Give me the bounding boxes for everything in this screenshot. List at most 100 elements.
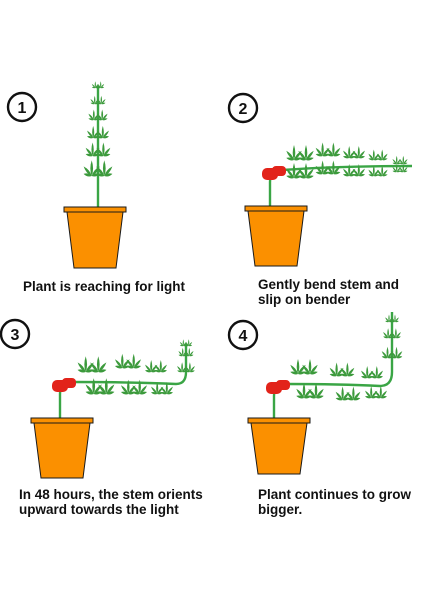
step-2-number: 2 <box>239 101 248 118</box>
leaflet <box>96 118 103 121</box>
leaflet <box>392 162 397 165</box>
leaflet <box>381 351 388 358</box>
leaf-cluster <box>77 339 195 395</box>
leaflet <box>96 147 104 156</box>
leaflet <box>120 385 129 394</box>
leaflet <box>85 391 94 395</box>
leaflet <box>383 336 389 339</box>
leaflet <box>126 365 134 369</box>
step-2-badge: 2 <box>227 92 259 124</box>
leaflet <box>348 164 351 176</box>
leaflet <box>352 174 359 177</box>
leaflet <box>114 359 123 368</box>
leaflet <box>185 341 189 346</box>
leaflet <box>126 359 134 368</box>
leaf-fan <box>83 160 113 177</box>
leaflet <box>399 162 404 165</box>
leaf-cluster <box>290 314 403 401</box>
leaflet <box>166 386 173 394</box>
leaflet <box>308 388 316 398</box>
leaflet <box>154 364 161 372</box>
leaflet <box>90 98 95 104</box>
leaflet <box>395 336 401 339</box>
leaflet <box>370 370 377 378</box>
leaflet <box>333 153 341 157</box>
leaflet <box>316 388 324 398</box>
step-1-pot <box>63 206 127 269</box>
leaflet <box>298 150 306 160</box>
leaflet <box>165 382 168 394</box>
leaflet <box>103 147 111 156</box>
leaflet <box>395 155 398 164</box>
leaflet <box>145 364 152 372</box>
leaflet <box>395 328 397 338</box>
leaflet <box>290 364 298 374</box>
leaflet <box>85 153 93 157</box>
leaflet <box>127 379 130 394</box>
leaflet <box>160 392 167 395</box>
leaflet <box>332 160 335 174</box>
leaflet <box>132 391 140 395</box>
leaflet <box>372 165 375 176</box>
leaflet <box>382 174 388 177</box>
leaflet <box>368 174 374 177</box>
leaflet <box>106 391 115 395</box>
step-3-badge: 3 <box>0 318 31 350</box>
leaflet <box>306 175 314 179</box>
leaflet <box>104 173 113 177</box>
leaflet <box>90 160 94 176</box>
leaflet <box>104 378 108 394</box>
leaf-fan <box>114 353 142 369</box>
leaflet <box>326 171 334 175</box>
leaflet <box>100 95 103 104</box>
leaflet <box>321 142 324 156</box>
leaflet <box>91 86 96 89</box>
leaflet <box>96 166 105 176</box>
leaflet <box>385 317 389 322</box>
leaflet <box>188 347 191 356</box>
leaflet <box>104 166 113 176</box>
leaf-fan <box>87 126 109 139</box>
leaflet <box>326 153 334 157</box>
leaf-fan <box>120 379 148 395</box>
leaflet <box>385 320 389 323</box>
leaflet <box>106 384 115 394</box>
leaflet <box>90 369 99 373</box>
leaflet <box>358 150 365 158</box>
leaflet <box>335 397 343 401</box>
leaflet <box>286 150 294 160</box>
leaf-fan <box>77 356 107 373</box>
leaflet <box>83 166 92 176</box>
leaflet <box>376 153 383 160</box>
step-1-number: 1 <box>18 100 27 117</box>
leaflet <box>96 356 100 372</box>
leaf-fan <box>368 165 388 177</box>
leaflet <box>178 350 183 356</box>
leaflet <box>346 397 354 401</box>
leaflet <box>87 136 94 139</box>
leaflet <box>353 397 361 401</box>
leaflet <box>96 136 103 139</box>
leaflet <box>403 170 408 173</box>
leaf-fan <box>88 109 108 121</box>
leaflet <box>133 365 142 369</box>
step-2-caption: Gently bend stem and slip on bender <box>258 277 400 307</box>
step-2-plant <box>262 142 413 208</box>
leaflet <box>97 83 101 88</box>
leaflet <box>101 98 106 104</box>
leaflet <box>98 384 107 394</box>
leaflet <box>346 362 349 376</box>
leaflet <box>390 351 397 358</box>
leaflet <box>92 126 95 138</box>
leaflet <box>189 362 191 372</box>
leaflet <box>352 386 355 400</box>
leaflet <box>374 390 381 398</box>
leaflet <box>83 173 92 177</box>
leaflet <box>97 86 101 89</box>
leaflet <box>90 362 99 372</box>
leaflet <box>84 356 88 372</box>
plant-stem <box>268 164 413 208</box>
leaflet <box>100 83 105 88</box>
leaflet <box>97 98 102 104</box>
leaflet <box>347 367 355 376</box>
